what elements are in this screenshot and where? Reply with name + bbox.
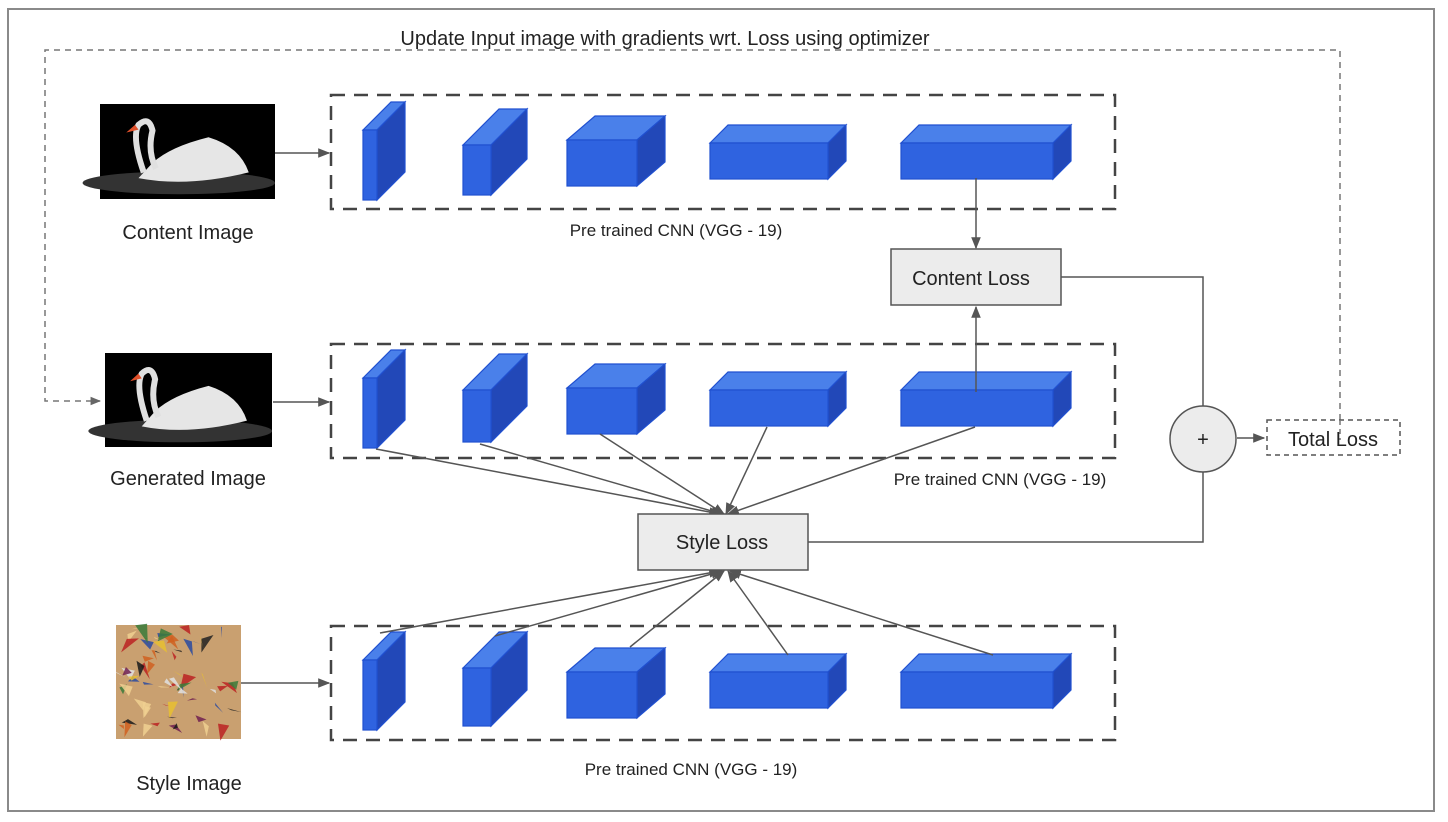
sty-l3-to-style-loss <box>629 570 725 648</box>
content-loss-to-sum <box>1061 276 1204 410</box>
cnn-style-layer-2 <box>461 630 529 728</box>
cnn-generated-box <box>329 342 1117 460</box>
cnn-style-layer-4 <box>708 652 848 710</box>
cnn-content-label: Pre trained CNN (VGG - 19) <box>570 221 783 240</box>
optimizer-feedback-loop: Update Input image with gradients wrt. L… <box>44 28 1341 420</box>
cnn-content-layer-4 <box>708 123 848 181</box>
sty-l1-to-style-loss <box>379 568 722 634</box>
content-loss-label: Content Loss <box>912 268 1030 290</box>
cnn-generated-layer-2 <box>461 352 529 444</box>
cnn-content-layer-1 <box>361 100 407 202</box>
content-loss-node: Content Loss <box>890 248 1062 306</box>
sty-l2-to-style-loss <box>494 569 724 637</box>
cnn-style-layer-1 <box>361 630 407 732</box>
total-loss-label: Total Loss <box>1288 429 1378 451</box>
generated-image-group: Generated Image <box>88 353 273 490</box>
connections <box>375 178 1266 656</box>
cnn-generated-layer-1 <box>361 348 407 450</box>
gen-l1-to-style-loss <box>375 448 722 517</box>
gen-l2-to-style-loss <box>479 443 724 516</box>
sty-l5-to-style-loss <box>728 569 994 656</box>
cnn-layers <box>361 100 1073 732</box>
style-loss-to-sum <box>808 471 1204 543</box>
cnn-generated-layer-3 <box>565 362 667 436</box>
generated-image-label: Generated Image <box>110 468 266 490</box>
cnn-generated-layer-5 <box>899 370 1073 428</box>
content-image <box>82 104 275 199</box>
style-image-group: Style Image <box>116 623 242 795</box>
content-image-group: Content Image <box>82 104 275 244</box>
feedback-title: Update Input image with gradients wrt. L… <box>400 28 929 50</box>
style-image <box>116 623 242 741</box>
diagram-frame <box>7 8 1435 812</box>
gen-l3-to-style-loss <box>599 433 726 515</box>
total-loss-node: Total Loss <box>1266 419 1401 456</box>
cnn-style-box <box>329 624 1117 742</box>
cnn-style-layer-3 <box>565 646 667 720</box>
style-image-label: Style Image <box>136 773 242 795</box>
cnn-style-label: Pre trained CNN (VGG - 19) <box>585 760 798 779</box>
cnn-content-box <box>329 93 1117 211</box>
cnn-generated-label: Pre trained CNN (VGG - 19) <box>894 470 1107 489</box>
sum-node: + <box>1169 405 1237 473</box>
gen-l5-to-style-loss <box>726 426 976 515</box>
sty-l4-to-style-loss <box>727 570 789 656</box>
cnn-generated-layer-4 <box>708 370 848 428</box>
cnn-content-layer-3 <box>565 114 667 188</box>
generated-image <box>88 353 273 447</box>
cnn-content-layer-5 <box>899 123 1073 181</box>
cnn-content-layer-2 <box>461 107 529 197</box>
style-loss-node: Style Loss <box>637 513 809 571</box>
feedback-arrow <box>44 49 1341 420</box>
gen-l4-to-style-loss <box>725 426 768 516</box>
style-loss-label: Style Loss <box>676 532 768 554</box>
sum-symbol: + <box>1197 429 1209 451</box>
cnn-style-layer-5 <box>899 652 1073 710</box>
content-image-label: Content Image <box>122 222 253 244</box>
